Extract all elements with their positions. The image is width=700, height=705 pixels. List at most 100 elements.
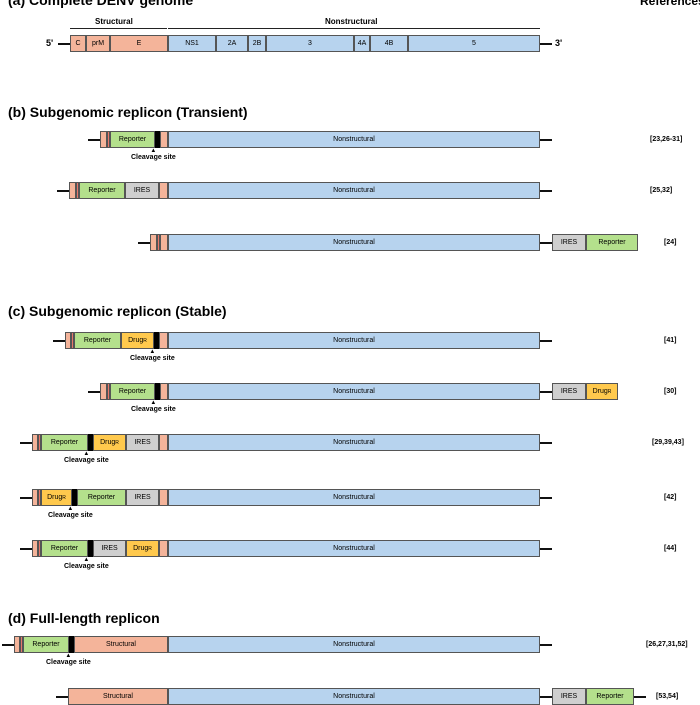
capsid-fragment-2: [38, 434, 41, 451]
structural-segment: Structural: [74, 636, 168, 653]
drug-sup: R: [148, 545, 152, 552]
ires-segment: IRES: [552, 383, 586, 400]
utr-line: [20, 497, 32, 499]
utr-line: [88, 139, 100, 141]
capsid-fragment-2: [107, 131, 110, 148]
cleavage-marker: [155, 383, 160, 400]
reporter-segment: Reporter: [77, 489, 126, 506]
cleavage-site-text: Cleavage site: [46, 659, 91, 666]
gene-ns1: NS1: [168, 35, 216, 52]
cleavage-site-text: Cleavage site: [48, 512, 93, 519]
utr-line: [2, 644, 14, 646]
reference-c3: [29,39,43]: [652, 439, 684, 446]
ires-segment: IRES: [552, 688, 586, 705]
drug-text: Drug: [133, 545, 149, 552]
utr-line-3: [540, 696, 552, 698]
reference-d1: [26,27,31,52]: [646, 641, 688, 648]
nonstructural-segment: Nonstructural: [168, 688, 540, 705]
ires-segment: IRES: [125, 182, 159, 199]
e-fragment: [160, 131, 168, 148]
capsid-fragment: [100, 131, 107, 148]
reference-b3: [24]: [664, 239, 677, 246]
nonstructural-bracket: [168, 28, 540, 29]
capsid-fragment-2: [20, 636, 23, 653]
nonstructural-segment: Nonstructural: [168, 434, 540, 451]
gene-prm: prM: [86, 35, 110, 52]
utr-line: [57, 190, 69, 192]
reporter-segment: Reporter: [586, 688, 634, 705]
ires-segment: IRES: [126, 489, 159, 506]
cleavage-site-label: ▲Cleavage site: [64, 451, 109, 464]
utr-line: [56, 696, 68, 698]
cleavage-marker: [155, 131, 160, 148]
cleavage-site-text: Cleavage site: [64, 457, 109, 464]
genome-utr-3: [540, 43, 552, 45]
drug-sup: R: [607, 388, 612, 395]
ires-segment: IRES: [126, 434, 159, 451]
capsid-fragment: [32, 434, 38, 451]
utr-line: [20, 442, 32, 444]
cleavage-site-text: Cleavage site: [130, 355, 175, 362]
cleavage-site-label: ▲Cleavage site: [46, 653, 91, 666]
section-d-title: (d) Full-length replicon: [8, 610, 160, 626]
utr-line-end: [634, 696, 646, 698]
gene-2b: 2B: [248, 35, 266, 52]
e-fragment: [160, 383, 168, 400]
reporter-segment: Reporter: [74, 332, 121, 349]
capsid-fragment-2: [107, 383, 110, 400]
gene-2a: 2A: [216, 35, 248, 52]
five-prime-label: 5': [46, 38, 54, 48]
capsid-fragment: [100, 383, 107, 400]
capsid-fragment-2: [38, 540, 41, 557]
e-fragment: [159, 182, 168, 199]
capsid-fragment-2: [76, 182, 79, 199]
nonstructural-segment: Nonstructural: [168, 131, 540, 148]
cleavage-site-label: ▲Cleavage site: [64, 557, 109, 570]
reference-c4: [42]: [664, 494, 677, 501]
cleavage-site-text: Cleavage site: [64, 563, 109, 570]
capsid-fragment-2: [157, 234, 160, 251]
utr-line-3: [540, 644, 552, 646]
reference-c5: [44]: [664, 545, 677, 552]
ires-segment: IRES: [93, 540, 126, 557]
reporter-segment: Reporter: [586, 234, 638, 251]
gene-3: 3: [266, 35, 354, 52]
drug-text: Drug: [100, 439, 116, 446]
e-fragment: [159, 489, 168, 506]
reference-c1: [41]: [664, 337, 677, 344]
drug-sup: R: [115, 439, 119, 446]
nonstructural-segment: Nonstructural: [168, 383, 540, 400]
utr-line-3: [540, 340, 552, 342]
drug-sup: R: [143, 337, 147, 344]
cleavage-marker: [72, 489, 77, 506]
nonstructural-segment: Nonstructural: [168, 489, 540, 506]
capsid-fragment: [65, 332, 71, 349]
reference-b2: [25,32]: [650, 187, 673, 194]
section-c-title: (c) Subgenomic replicon (Stable): [8, 303, 227, 319]
utr-line: [20, 548, 32, 550]
gene-4a: 4A: [354, 35, 370, 52]
e-fragment: [159, 540, 168, 557]
reporter-segment: Reporter: [41, 434, 88, 451]
reporter-segment: Reporter: [110, 383, 155, 400]
section-a-title: (a) Complete DENV genome: [8, 0, 194, 8]
structural-bracket: [70, 28, 167, 29]
reference-c2: [30]: [664, 388, 677, 395]
structural-segment: Structural: [68, 688, 168, 705]
reporter-segment: Reporter: [41, 540, 88, 557]
cleavage-marker: [88, 540, 93, 557]
drug-text: Drug: [128, 337, 144, 344]
capsid-fragment: [150, 234, 157, 251]
cleavage-marker: [69, 636, 74, 653]
cleavage-site-text: Cleavage site: [131, 154, 176, 161]
gene-c: C: [70, 35, 86, 52]
utr-line-3: [540, 442, 552, 444]
capsid-fragment-2: [38, 489, 41, 506]
utr-line-3: [540, 391, 552, 393]
e-fragment: [160, 234, 168, 251]
ires-segment: IRES: [552, 234, 586, 251]
gene-5: 5: [408, 35, 540, 52]
section-b-title: (b) Subgenomic replicon (Transient): [8, 104, 248, 120]
